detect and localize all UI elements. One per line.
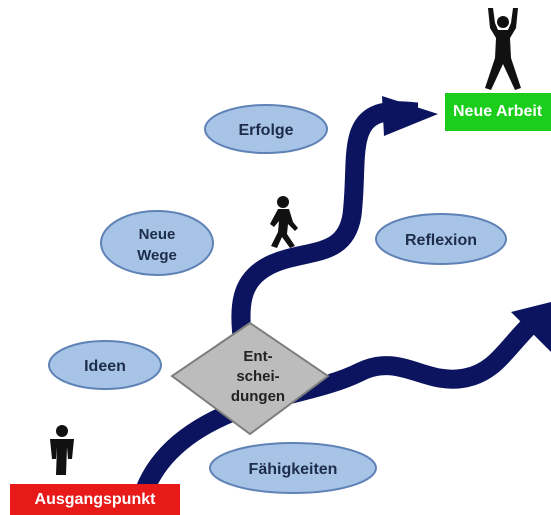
bubble-ideen: Ideen: [48, 340, 162, 390]
bubble-label: Reflexion: [405, 232, 477, 249]
goal-label: Neue Arbeit: [453, 103, 543, 120]
bubble-erfolge: Erfolge: [204, 104, 328, 154]
decision-label: dungen: [231, 388, 285, 405]
upper-arrowhead: [382, 96, 438, 136]
decision-label: schei-: [236, 368, 279, 385]
bubble-label: Ideen: [84, 358, 126, 375]
bubble-neue-wege: Neue Wege: [100, 210, 214, 276]
bubble-reflexion: Reflexion: [375, 213, 507, 265]
decision-diamond: Ent- schei- dungen: [170, 321, 330, 436]
start-label-box: Ausgangspunkt: [10, 484, 180, 515]
standing-person-icon: [50, 425, 74, 475]
cheering-person-icon: [485, 8, 521, 90]
walking-person-icon: [270, 196, 298, 248]
upper-path-arrow: [231, 101, 419, 347]
start-label: Ausgangspunkt: [34, 490, 156, 508]
lower-path-arrow: [128, 318, 537, 515]
bubble-label: Fähigkeiten: [249, 461, 338, 478]
bubble-label: Wege: [137, 247, 177, 264]
lower-arrowhead: [511, 302, 551, 352]
goal-label-box: Neue Arbeit: [445, 93, 551, 131]
bubble-label: Neue: [139, 226, 176, 243]
bubble-faehigkeiten: Fähigkeiten: [209, 442, 377, 494]
decision-label: Ent-: [243, 348, 272, 365]
bubble-label: Erfolge: [238, 122, 293, 139]
